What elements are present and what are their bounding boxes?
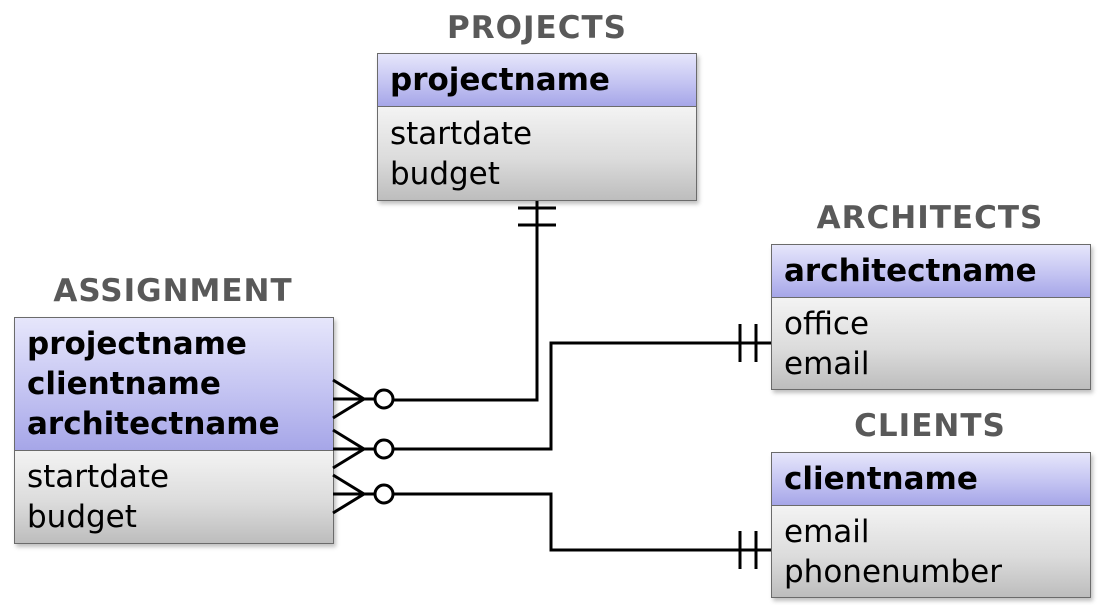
assignment-attr-startdate: startdate <box>27 459 170 495</box>
clients-key-clientname: clientname <box>784 461 978 497</box>
clients-primary-key-section: clientname <box>772 453 1090 506</box>
zero-circle-icon <box>373 483 395 505</box>
zero-circle-icon <box>373 438 395 460</box>
assignment-primary-key-section: projectname clientname architectname <box>15 318 333 451</box>
architects-title: ARCHITECTS <box>816 200 1044 236</box>
zero-circle-icon <box>373 388 395 410</box>
clients-title: CLIENTS <box>854 408 1006 444</box>
clients-attributes-section: email phonenumber <box>772 506 1090 597</box>
assignment-key-clientname: clientname <box>27 366 221 402</box>
architects-primary-key-section: architectname <box>772 245 1090 298</box>
connector-line <box>394 341 771 451</box>
relationship-assignment-projects <box>332 201 556 420</box>
assignment-attr-budget: budget <box>27 499 137 535</box>
architects-attr-office: office <box>784 306 870 342</box>
architects-key-architectname: architectname <box>784 253 1037 289</box>
assignment-attributes-section: startdate budget <box>15 451 333 543</box>
assignment-entity: projectname clientname architectname sta… <box>14 317 334 544</box>
relationship-assignment-clients <box>332 473 771 569</box>
connector-line <box>394 492 771 552</box>
clients-entity: clientname email phonenumber <box>771 452 1091 598</box>
projects-entity: projectname startdate budget <box>377 53 697 201</box>
projects-attributes-section: startdate budget <box>378 107 696 200</box>
projects-key-projectname: projectname <box>390 62 610 98</box>
projects-attr-budget: budget <box>390 156 500 192</box>
projects-primary-key-section: projectname <box>378 54 696 107</box>
clients-attr-email: email <box>784 514 870 550</box>
projects-title: PROJECTS <box>447 10 627 46</box>
architects-attr-email: email <box>784 346 870 382</box>
projects-attr-startdate: startdate <box>390 116 533 152</box>
assignment-key-projectname: projectname <box>27 326 247 362</box>
architects-attributes-section: office email <box>772 298 1090 389</box>
connector-line <box>394 201 539 402</box>
clients-attr-phonenumber: phonenumber <box>784 554 1002 590</box>
assignment-title: ASSIGNMENT <box>53 273 293 309</box>
assignment-key-architectname: architectname <box>27 406 280 442</box>
relationship-assignment-architects <box>332 324 771 470</box>
architects-entity: architectname office email <box>771 244 1091 390</box>
